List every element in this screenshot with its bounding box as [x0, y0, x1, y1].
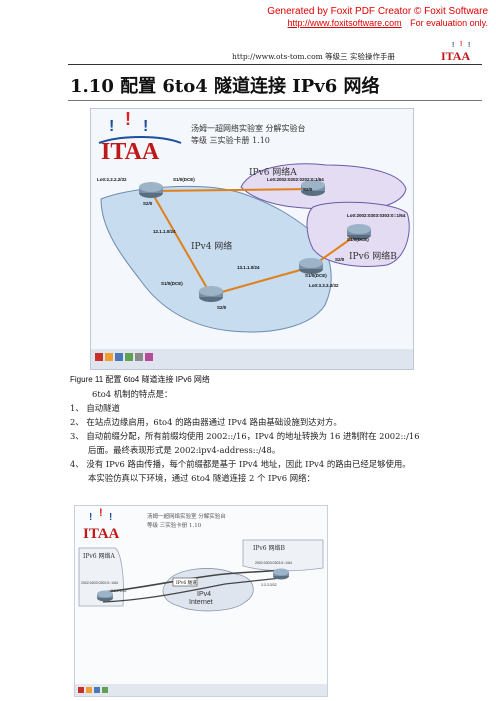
router-edge-a — [97, 590, 113, 602]
addr-b-label: 2002:0303:0303:0::1/64 — [255, 561, 292, 565]
body-item-4a: 4、 没有 IPv6 路由传播，每个前缀都是基于 IPv4 地址，因此 IPv4… — [70, 459, 411, 469]
link-r2-r3 — [210, 266, 312, 296]
foxit-watermark-eval: For evaluation only. — [410, 18, 488, 28]
svg-text:!: ! — [460, 41, 462, 48]
router-edge-b — [273, 568, 289, 580]
body-intro: 6to4 机制的特点是： — [92, 389, 173, 399]
label-s10-r3: S1/0(DCE) — [305, 273, 327, 278]
figure2-logo-text: ITAA — [83, 526, 120, 542]
label-s20-b: S2/0 — [335, 257, 345, 262]
body-item-2: 2、 在站点边缘启用，6to4 的路由器通过 IPv4 路由基础设施到达对方。 — [70, 417, 342, 427]
cloud-label-ipv6-b: IPv6 网络B — [349, 250, 397, 262]
tunnel-diagram: ! ! ! ITAA 汤姆一超网络实验室 分解实验台 等级 三实验卡册 1.10… — [75, 507, 327, 696]
svg-text:!: ! — [125, 109, 131, 129]
cloud-label-ipv6-a: IPv6 网络A — [249, 166, 297, 178]
label-s10-r2: S1/0(DCE) — [161, 281, 183, 286]
foxit-watermark-url[interactable]: http://www.foxitsoftware.com — [287, 18, 402, 28]
ip-a-label: 2.2.2.2/32 — [111, 589, 127, 593]
figure-topology: ! ! ! ITAA 汤姆一超网络实验室 分解实验台 等级 三实验卡册 1.10 — [90, 108, 414, 370]
label-lo0-a: Lo0:2002:0202:0202:0:1/64 — [267, 177, 324, 182]
ipv4-label-2: Internet — [189, 599, 213, 606]
label-lo0-b: Lo0:2002:0303:0303:0::1/64 — [347, 213, 406, 218]
label-net12: 12.1.1.0/24 — [153, 229, 176, 234]
header-logo-text: ITAA — [441, 49, 470, 63]
figure-toolbar — [95, 353, 153, 361]
router-r3 — [299, 258, 323, 274]
router-r2 — [199, 286, 223, 302]
ip-b-label: 3.3.3.3/32 — [261, 583, 277, 587]
figure-tunnel: ! ! ! ITAA 汤姆一超网络实验室 分解实验台 等级 三实验卡册 1.10… — [74, 505, 328, 697]
body-item-1: 1、 自动隧道 — [70, 403, 120, 413]
header-url[interactable]: http://www.ots-tom.com 等级三 实验操作手册 — [232, 52, 396, 61]
body-item-3b: 后面。最终表现形式是 2002:ipv4-address::/48。 — [88, 445, 281, 455]
svg-text:!: ! — [452, 42, 454, 49]
section-title: 1.10 配置 6to4 隧道连接 IPv6 网络 — [70, 76, 380, 97]
label-net13: 13.1.1.0/24 — [237, 265, 260, 270]
label-lo0-r3: Lo0:3.3.3.3/32 — [309, 283, 339, 288]
svg-text:!: ! — [143, 118, 148, 135]
router-a — [301, 180, 325, 196]
net-a-label: IPv6 网络A — [83, 552, 116, 560]
tunnel-path-lower — [102, 577, 282, 603]
body-item-4b: 本实验仿真以下环境，通过 6to4 隧道连接 2 个 IPv6 网络： — [88, 473, 315, 483]
ipv4-cloud — [100, 185, 332, 333]
label-s20-r2: S2/0 — [217, 305, 227, 310]
figure2-toolbar — [78, 687, 108, 693]
title-rule — [68, 100, 482, 101]
tunnel-path — [102, 569, 282, 593]
link-r1-ra — [150, 188, 314, 192]
label-s10-r1: S1/0(DCE) — [173, 177, 195, 182]
ipv4-label-1: IPv4 — [197, 591, 211, 598]
banner-line-2: 等级 三实验卡册 1.10 — [191, 135, 270, 145]
label-s20-a: S2/0 — [303, 187, 313, 192]
figure2-banner-1: 汤姆一超网络实验室 分解实验台 — [147, 512, 226, 520]
foxit-watermark-url-line: http://www.foxitsoftware.com For evaluat… — [288, 18, 488, 29]
label-lo0-r1: Lo0:2.2.2.2/32 — [97, 177, 127, 182]
figure2-logo: ! ! ! ITAA — [83, 507, 120, 542]
figure2-banner-2: 等级 三实验卡册 1.10 — [147, 521, 202, 529]
router-b — [347, 224, 371, 240]
svg-text:!: ! — [468, 42, 470, 49]
header-logo: ! ! ! ITAA — [441, 41, 470, 63]
figure-caption: Figure 11 配置 6to4 隧道连接 IPv6 网络 — [70, 375, 210, 384]
svg-text:!: ! — [89, 512, 92, 523]
banner-line-1: 汤姆一超网络实验室 分解实验台 — [191, 123, 306, 133]
router-r1 — [139, 182, 163, 198]
cloud-label-ipv4: IPv4 网络 — [191, 240, 232, 252]
label-s20-r1: S2/0 — [143, 201, 153, 206]
svg-text:!: ! — [99, 507, 103, 519]
foxit-watermark-title: Generated by Foxit PDF Creator © Foxit S… — [267, 6, 488, 17]
addr-a-label: 2002:0202:0202:0::1/64 — [81, 581, 118, 585]
figure-logo-text: ITAA — [101, 139, 160, 165]
svg-text:!: ! — [109, 118, 114, 135]
body-item-3a: 3、 自动前缀分配，所有前缀均使用 2002::/16，IPv4 的地址转换为 … — [70, 431, 420, 441]
label-s10-b: S1/0(DCE) — [347, 237, 369, 242]
figure-logo: ! ! ! ITAA — [98, 109, 182, 165]
topology-diagram: ! ! ! ITAA 汤姆一超网络实验室 分解实验台 等级 三实验卡册 1.10 — [91, 109, 413, 369]
header-rule — [68, 64, 482, 65]
link-r1-r2 — [150, 190, 212, 296]
net-b-label: IPv6 网络B — [253, 544, 286, 552]
svg-text:!: ! — [109, 512, 112, 523]
tunnel-label: IPv6 隧道 — [176, 579, 197, 586]
